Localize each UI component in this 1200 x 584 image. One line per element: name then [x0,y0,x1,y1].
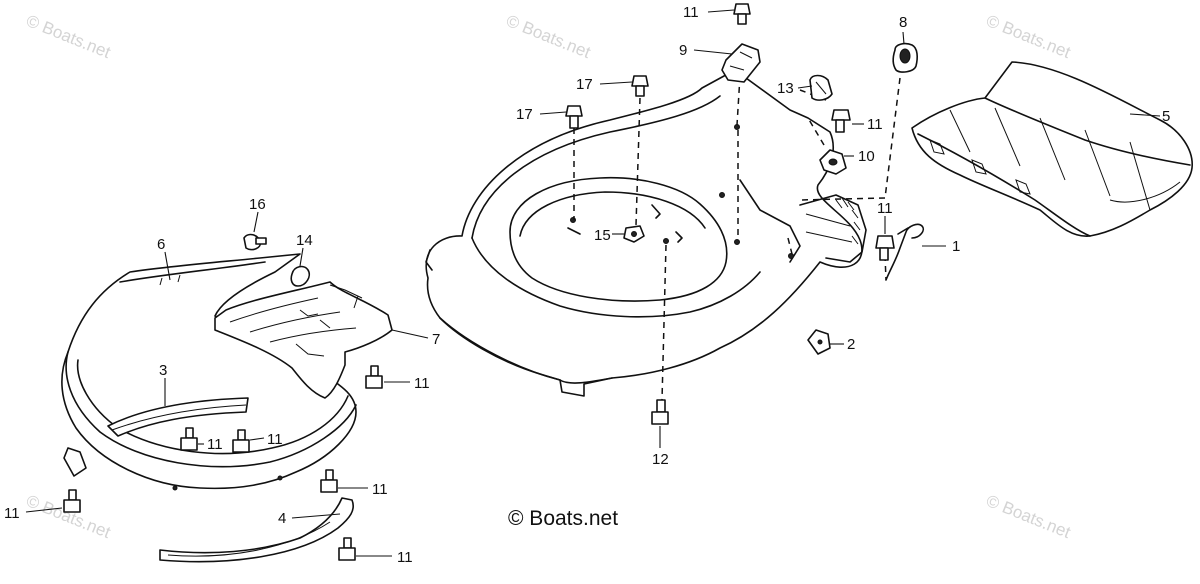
callout-9: 9 [679,42,687,59]
small-bracket [807,329,831,355]
baffle-plate [214,281,393,399]
deck-nut [623,225,645,243]
watermark: © Boats.net [984,491,1074,542]
callout-14: 14 [296,232,313,249]
callout-11-ring-c: 11 [372,481,388,498]
bolt-ring-a [180,427,198,451]
bolt-17-upper [631,75,649,97]
watermark: © Boats.net [984,11,1074,62]
part-callouts: 1 2 3 4 5 6 7 8 9 10 11 11 11 11 11 11 1… [4,4,1170,566]
callout-11-ring-a: 11 [207,436,223,453]
skirt-strip [159,497,354,563]
callout-15: 15 [594,227,611,244]
callout-12: 12 [652,451,669,468]
callout-4: 4 [278,510,286,527]
callout-3: 3 [159,362,167,379]
callout-1: 1 [952,238,960,255]
bolt-17-lower [565,105,583,129]
callout-11-rod: 11 [877,200,893,217]
callout-11-skirt: 11 [397,549,413,566]
callout-11-ring-d: 11 [4,505,20,522]
bolt-skirt [338,537,356,561]
grommet [290,265,311,287]
callout-17-upper: 17 [576,76,593,93]
callout-7: 7 [432,331,440,348]
bolt-ring-c [320,469,338,493]
shoulder-bolt [243,233,267,251]
inner-guard-strip [107,397,249,437]
callout-17-lower: 17 [516,106,533,123]
copyright-text: © Boats.net [508,507,618,530]
callout-8: 8 [899,14,907,31]
hinge-plate [819,149,847,175]
callout-11-ring-b: 11 [267,431,283,448]
rear-deflector-cover [911,61,1193,237]
flange-bolts [63,3,895,561]
bolt-baffle [365,365,383,389]
callout-6: 6 [157,236,165,253]
callout-2: 2 [847,336,855,353]
callout-10: 10 [858,148,875,165]
callout-5: 5 [1162,108,1170,125]
hinge-rod [885,223,925,281]
callout-11-top: 11 [683,4,699,21]
callout-13: 13 [777,80,794,97]
bolt-top [733,3,751,25]
watermark: © Boats.net [24,11,114,62]
bolt-ring-d [63,489,81,513]
callout-11-baffle: 11 [414,375,430,392]
bolt-rod [875,235,895,261]
mower-deck [425,69,867,397]
leader-lines [25,9,1161,557]
mounting-bracket [721,43,761,83]
rubber-bushing [892,42,918,73]
hinge-clip [809,74,833,101]
bolt-deck-right [831,109,851,133]
watermark: © Boats.net [504,11,594,62]
callout-11-deck-right: 11 [867,116,883,133]
bolt-12 [651,399,669,425]
bolt-ring-b [232,429,250,453]
callout-16: 16 [249,196,266,213]
